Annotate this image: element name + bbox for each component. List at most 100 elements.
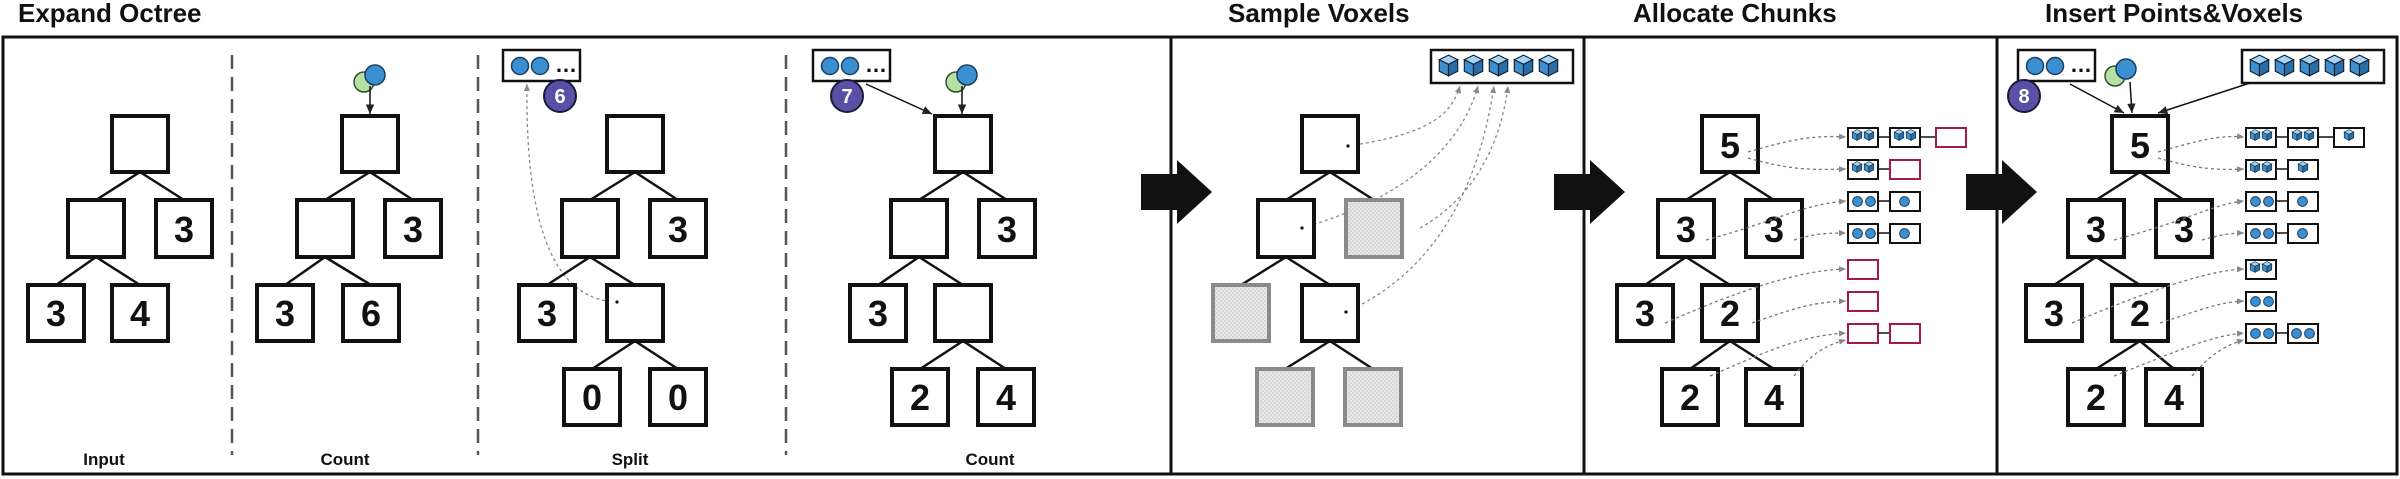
voxel-cube-icon: [2274, 54, 2295, 77]
stage-arrow: [1966, 160, 2037, 224]
node-leaf-right: [341, 283, 401, 343]
caption-count: Count: [965, 450, 1014, 469]
node-leaf-right: [605, 283, 665, 343]
voxel-cube-icon: [2249, 54, 2270, 77]
count-tree-1: 3 3 6: [255, 64, 443, 343]
node-sampled: [1211, 283, 1271, 343]
node-root: [110, 114, 170, 174]
node-value: 3: [668, 209, 688, 250]
point-blue-icon: [530, 56, 550, 76]
empty-chunk: [1889, 323, 1921, 344]
node-sampled: [1344, 198, 1404, 259]
sample-voxels-tree: [1211, 48, 1575, 427]
node-value: 3: [1676, 209, 1696, 250]
node-sampled: [1343, 367, 1403, 427]
insert-tree: … 8 5 3 3 3 2 2 4: [2007, 48, 2386, 427]
node-value: 5: [1720, 125, 1740, 166]
node-value: 3: [46, 293, 66, 334]
node-value: 3: [2174, 209, 2194, 250]
point-blue-icon: [956, 64, 978, 86]
stage-arrow: [1141, 160, 1212, 224]
node-mid-right: [154, 198, 214, 259]
step-number: 7: [841, 86, 852, 108]
buffer-ellipsis: …: [2070, 52, 2092, 77]
empty-chunk: [1847, 323, 1879, 344]
caption-split: Split: [612, 450, 649, 469]
empty-chunk: [1847, 291, 1879, 312]
title-sample-voxels: Sample Voxels: [1228, 0, 1410, 28]
node-child-right: [1744, 367, 1804, 427]
node-root: [933, 114, 993, 174]
voxel-cube-icon: [1513, 54, 1534, 77]
node-child-left: [1660, 367, 1720, 427]
node-leaf-left: [848, 283, 908, 343]
node-child-left: [2066, 367, 2126, 427]
node-value: 3: [1635, 293, 1655, 334]
node-value: 0: [582, 377, 602, 418]
node-mid-right: [383, 198, 443, 259]
node-mid-left: [2066, 198, 2126, 259]
empty-chunk: [1847, 259, 1879, 280]
node-sampled: [1255, 367, 1315, 427]
buffer-ellipsis: …: [865, 52, 887, 77]
step-badge: [543, 79, 577, 113]
title-insert-points-voxels: Insert Points&Voxels: [2045, 0, 2303, 28]
node-mid-right: [2154, 198, 2214, 259]
title-allocate-chunks: Allocate Chunks: [1633, 0, 1837, 28]
step-badge: [2007, 79, 2041, 113]
chunk-list-filled: [2245, 127, 2365, 344]
node-child-right: [2144, 367, 2204, 427]
allocate-chunks-tree: 5 3 3 3 2 2 4: [1615, 114, 1967, 427]
node-mid-left: [1256, 198, 1316, 259]
node-root: [1300, 114, 1360, 174]
node-value: 0: [668, 377, 688, 418]
node-leaf-right: [2110, 283, 2170, 343]
node-value: 4: [1764, 377, 1784, 418]
node-leaf-left: [517, 283, 577, 343]
node-leaf-right: [1300, 283, 1360, 343]
node-mid-left: [889, 198, 949, 259]
node-root: [2110, 114, 2170, 174]
empty-chunk: [1935, 127, 1967, 148]
node-leaf-right: [933, 283, 993, 343]
split-tree: … 6 3 3 0 0: [501, 48, 708, 427]
point-blue-icon: [2115, 58, 2137, 80]
node-value: 3: [997, 209, 1017, 250]
node-mid-left: [560, 198, 620, 259]
input-tree: 3 3 4: [26, 114, 214, 343]
point-blue-icon: [840, 56, 860, 76]
node-child-right: [648, 367, 708, 427]
caption-count: Count: [320, 450, 369, 469]
node-value: 2: [2130, 293, 2150, 334]
node-value: 3: [2044, 293, 2064, 334]
voxel-cube-icon: [2299, 54, 2320, 77]
voxel-cube-icon: [1488, 54, 1509, 77]
node-leaf-left: [255, 283, 315, 343]
chunk-list: [1847, 127, 1967, 344]
node-mid-right: [1744, 198, 1804, 259]
node-value: 3: [1764, 209, 1784, 250]
point-blue-icon: [2045, 56, 2065, 76]
empty-chunk: [1889, 159, 1921, 180]
node-mid-right: [977, 198, 1037, 259]
node-root: [1700, 114, 1760, 174]
voxel-cube-icon: [1463, 54, 1484, 77]
point-blue-icon: [820, 56, 840, 76]
node-value: 2: [2086, 377, 2106, 418]
node-child-left: [562, 367, 622, 427]
point-blue-icon: [2025, 56, 2045, 76]
voxel-cube-icon: [2349, 54, 2370, 77]
buffer-ellipsis: …: [555, 52, 577, 77]
point-blue-icon: [364, 64, 386, 86]
step-badge: [830, 79, 864, 113]
voxel-cube-icon: [1438, 54, 1459, 77]
voxel-cube-icon: [2324, 54, 2345, 77]
node-leaf-left: [26, 283, 86, 343]
caption-input: Input: [83, 450, 125, 469]
title-expand-octree: Expand Octree: [18, 0, 202, 28]
step-number: 6: [554, 86, 565, 108]
node-leaf-left: [2024, 283, 2084, 343]
node-value: 4: [2164, 377, 2184, 418]
node-mid-left: [1656, 198, 1716, 259]
